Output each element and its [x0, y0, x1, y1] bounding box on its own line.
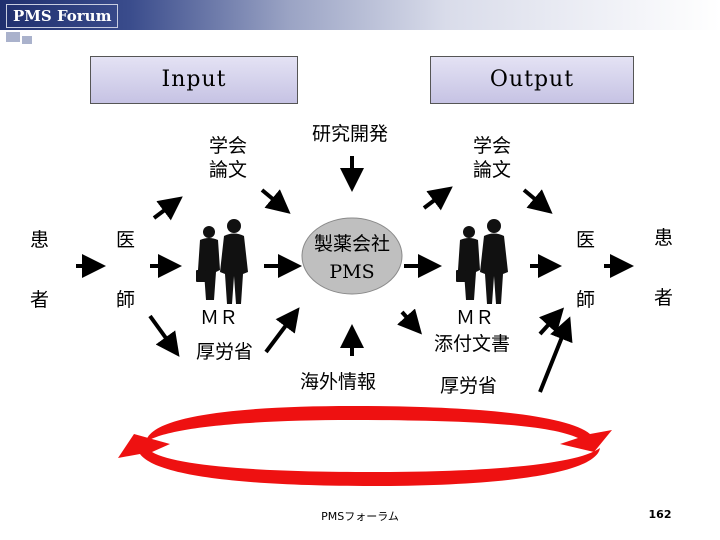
output-box: Output — [430, 56, 634, 104]
header-banner — [0, 0, 720, 30]
businessman-icon — [220, 219, 248, 304]
left-doctor-label: 医 — [116, 229, 136, 251]
pms-label: PMS — [329, 261, 375, 283]
research-label: 研究開発 — [312, 123, 389, 145]
arrow-mhlw-to-company — [264, 307, 300, 354]
right-mr-label: ＭＲ — [456, 307, 495, 329]
decorative-block — [6, 32, 20, 42]
company-bubble — [301, 217, 403, 295]
right-patient-label: 者 — [654, 287, 674, 309]
businessman-icon — [456, 226, 480, 300]
arrow-doctor-to-mhlw — [148, 314, 180, 357]
arrow-papers-to-doctor — [522, 188, 553, 214]
decorative-block — [22, 36, 32, 44]
overseas-info-label: 海外情報 — [300, 371, 377, 393]
footer-text: PMSフォーラム — [321, 510, 399, 523]
cycle-arrow-graphic — [118, 406, 612, 486]
company-label: 製薬会社 — [313, 233, 390, 255]
right-doctor-label: 師 — [576, 289, 596, 311]
left-mr-label: ＭＲ — [200, 307, 239, 329]
input-box: Input — [90, 56, 298, 104]
right-mhlw-label: 厚労省 — [440, 375, 498, 397]
arrow-mhlw-to-doctor — [538, 316, 573, 393]
businessman-icon — [480, 219, 508, 304]
businessman-icon — [196, 226, 220, 300]
left-patient-label: 者 — [30, 289, 50, 311]
arrow-package-insert-to-doctor — [538, 307, 565, 336]
page-number: 162 — [648, 508, 672, 521]
left-papers-label: 学会 論文 — [208, 135, 247, 181]
right-patient-label: 患 — [654, 227, 674, 249]
arrow-company-to-papers — [422, 186, 453, 211]
arrow-doctor-to-papers — [152, 196, 183, 221]
left-doctor-label: 師 — [116, 289, 136, 311]
right-doctor-label: 医 — [576, 229, 596, 251]
package-insert-label: 添付文書 — [434, 333, 511, 355]
left-patient-label: 患 — [30, 229, 50, 251]
arrow-papers-to-company — [260, 188, 291, 214]
left-mhlw-label: 厚労省 — [196, 341, 254, 363]
brand-logo: PMS Forum — [6, 4, 119, 28]
arrow-company-to-package-insert — [397, 308, 422, 335]
right-papers-label: 学会 論文 — [472, 135, 511, 181]
